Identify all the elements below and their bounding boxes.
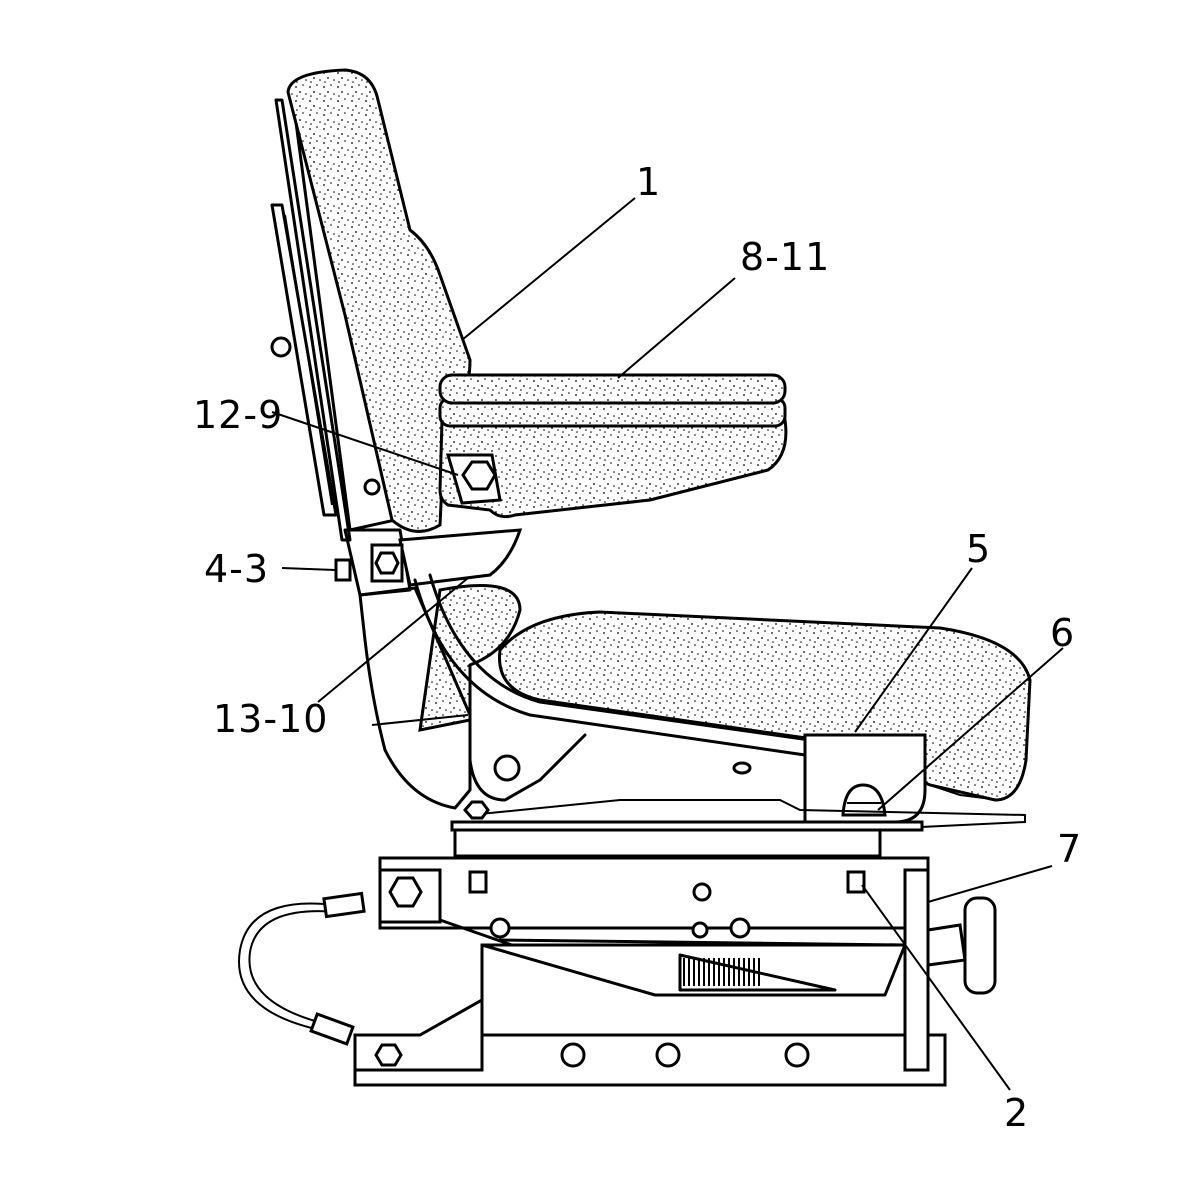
leader-lines — [271, 197, 1064, 1091]
adjuster-bolt — [334, 558, 352, 582]
mounting-plate — [450, 799, 1026, 858]
leader-13-10 — [317, 577, 469, 703]
housing-wedge — [480, 943, 907, 997]
seat-frame-tube-outer — [413, 578, 807, 757]
armrest-top-pad — [438, 373, 787, 405]
callout-1: 1 — [636, 160, 661, 204]
backrest-side-bracket — [398, 528, 523, 587]
suspension-top-plate — [378, 856, 930, 930]
scissor-pivot-right — [729, 917, 751, 939]
callout-5: 5 — [966, 527, 991, 571]
base-bolt-3 — [784, 1042, 810, 1068]
backrest-bolt-hole — [363, 478, 381, 496]
armrest-lower-body — [438, 418, 788, 519]
suspension-base — [353, 856, 997, 1087]
backrest-lug-hole — [270, 336, 292, 358]
grille-slots — [683, 958, 760, 986]
front-bracket — [803, 733, 927, 824]
base-hex-bolt — [374, 1043, 403, 1067]
leader-2 — [861, 884, 1011, 1091]
base-bolt-2 — [655, 1042, 681, 1068]
seat-cushion-pad — [498, 610, 1032, 802]
slide-rail-top — [469, 799, 1026, 829]
seat-rear-shell — [358, 586, 472, 810]
scissor-pivot-left — [489, 917, 511, 939]
callout-labels: 1 8-11 12-9 4-3 5 6 13-10 7 2 — [193, 160, 1082, 1135]
cable-end-lower — [309, 1012, 355, 1046]
leader-4-3 — [281, 567, 336, 571]
callout-8-11: 8-11 — [740, 235, 830, 279]
seat-link-plate — [468, 688, 587, 802]
ventilation-grille — [678, 953, 837, 992]
seat-cushion-edge — [929, 784, 1001, 801]
backrest-rear-frame — [274, 98, 352, 542]
mounting-plate-body — [453, 828, 882, 858]
right-rail — [903, 868, 930, 1072]
cable-wire-inner — [248, 910, 339, 1024]
leader-8-11 — [617, 277, 736, 379]
backrest-cushion — [286, 68, 472, 533]
callout-12-9: 12-9 — [193, 393, 283, 437]
base-bolt-1 — [560, 1042, 586, 1068]
backrest-slide-rail — [270, 203, 338, 517]
leader-6 — [877, 647, 1064, 811]
callout-2: 2 — [1004, 1091, 1029, 1135]
leader-1 — [461, 197, 636, 341]
rail-nut — [463, 800, 490, 820]
armrest — [438, 373, 788, 519]
height-adjust-knob[interactable] — [963, 896, 997, 995]
callout-7: 7 — [1057, 827, 1082, 871]
callout-4-3: 4-3 — [204, 547, 269, 591]
seat-cushion — [498, 610, 1032, 802]
base-side-bracket — [353, 997, 484, 1072]
link-pivot-hole — [493, 754, 521, 782]
cable-end-upper — [322, 891, 366, 919]
upper-bolt — [692, 882, 712, 902]
leader-7 — [927, 865, 1053, 903]
frame-slot-hole — [732, 761, 752, 775]
knob-stem — [926, 923, 967, 967]
grille-wedge — [678, 953, 837, 992]
cable-wire-outer — [238, 902, 336, 1031]
scissor-center-bolt — [691, 921, 709, 939]
adjuster-hex-bolt — [388, 876, 423, 908]
leader-5 — [854, 567, 973, 733]
release-cable — [238, 891, 366, 1046]
callout-6: 6 — [1050, 611, 1075, 655]
hinge-nut — [374, 551, 400, 575]
stud-left — [468, 870, 488, 894]
backrest — [270, 68, 472, 542]
seat-rear-shell-seam — [371, 714, 469, 726]
seat-frame — [334, 528, 812, 810]
stud-right — [846, 870, 866, 894]
leader-12-9 — [271, 411, 459, 476]
callout-13-10: 13-10 — [213, 697, 328, 741]
backrest-slide-slot — [284, 214, 333, 506]
armrest-pivot-bolt — [461, 460, 497, 491]
